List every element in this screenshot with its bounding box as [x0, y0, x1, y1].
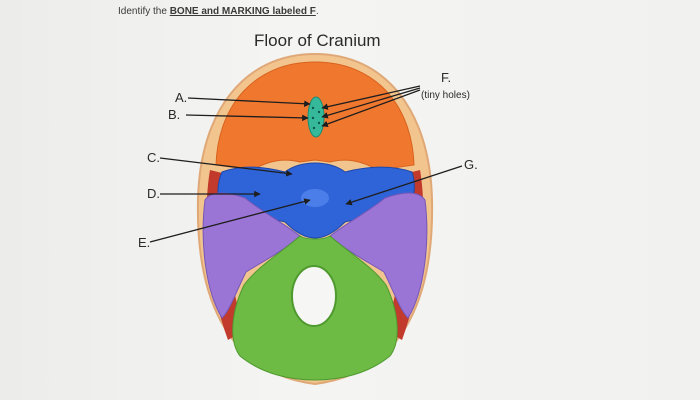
question-text: Identify the BONE and MARKING labeled F.: [118, 6, 319, 17]
arrow-g: [345, 165, 463, 206]
temporal-bone-left: [202, 192, 301, 319]
label-f-note: (tiny holes): [421, 90, 470, 101]
label-e: E.: [138, 235, 151, 250]
label-a: A.: [175, 90, 188, 105]
arrow-f-3: [321, 89, 421, 128]
arrow-e: [149, 198, 311, 243]
cribriform-hole: [311, 106, 315, 110]
arrow-c: [159, 157, 293, 177]
label-c: C.: [147, 150, 160, 165]
arrow-a: [187, 97, 311, 107]
question-suffix: .: [315, 6, 319, 17]
cribriform-hole: [311, 116, 315, 120]
cribriform-hole: [317, 110, 321, 114]
ethmoid-bone: [307, 96, 325, 138]
temporal-bone-right: [329, 192, 428, 319]
label-g: G.: [464, 157, 478, 172]
cribriform-hole: [312, 126, 316, 130]
arrow-b: [185, 114, 309, 122]
arrow-f-2: [321, 87, 421, 119]
label-d: D.: [147, 186, 160, 201]
cribriform-hole: [317, 121, 321, 125]
label-f: F.: [441, 70, 452, 85]
foramen-magnum: [291, 265, 337, 327]
figure-title: Floor of Cranium: [254, 31, 381, 50]
arrow-f-1: [321, 85, 421, 110]
question-emphasis: BONE and MARKING labeled F: [169, 6, 316, 17]
label-b: B.: [168, 107, 181, 122]
sella-turcica: [301, 189, 329, 207]
question-prefix: Identify the: [118, 6, 170, 17]
